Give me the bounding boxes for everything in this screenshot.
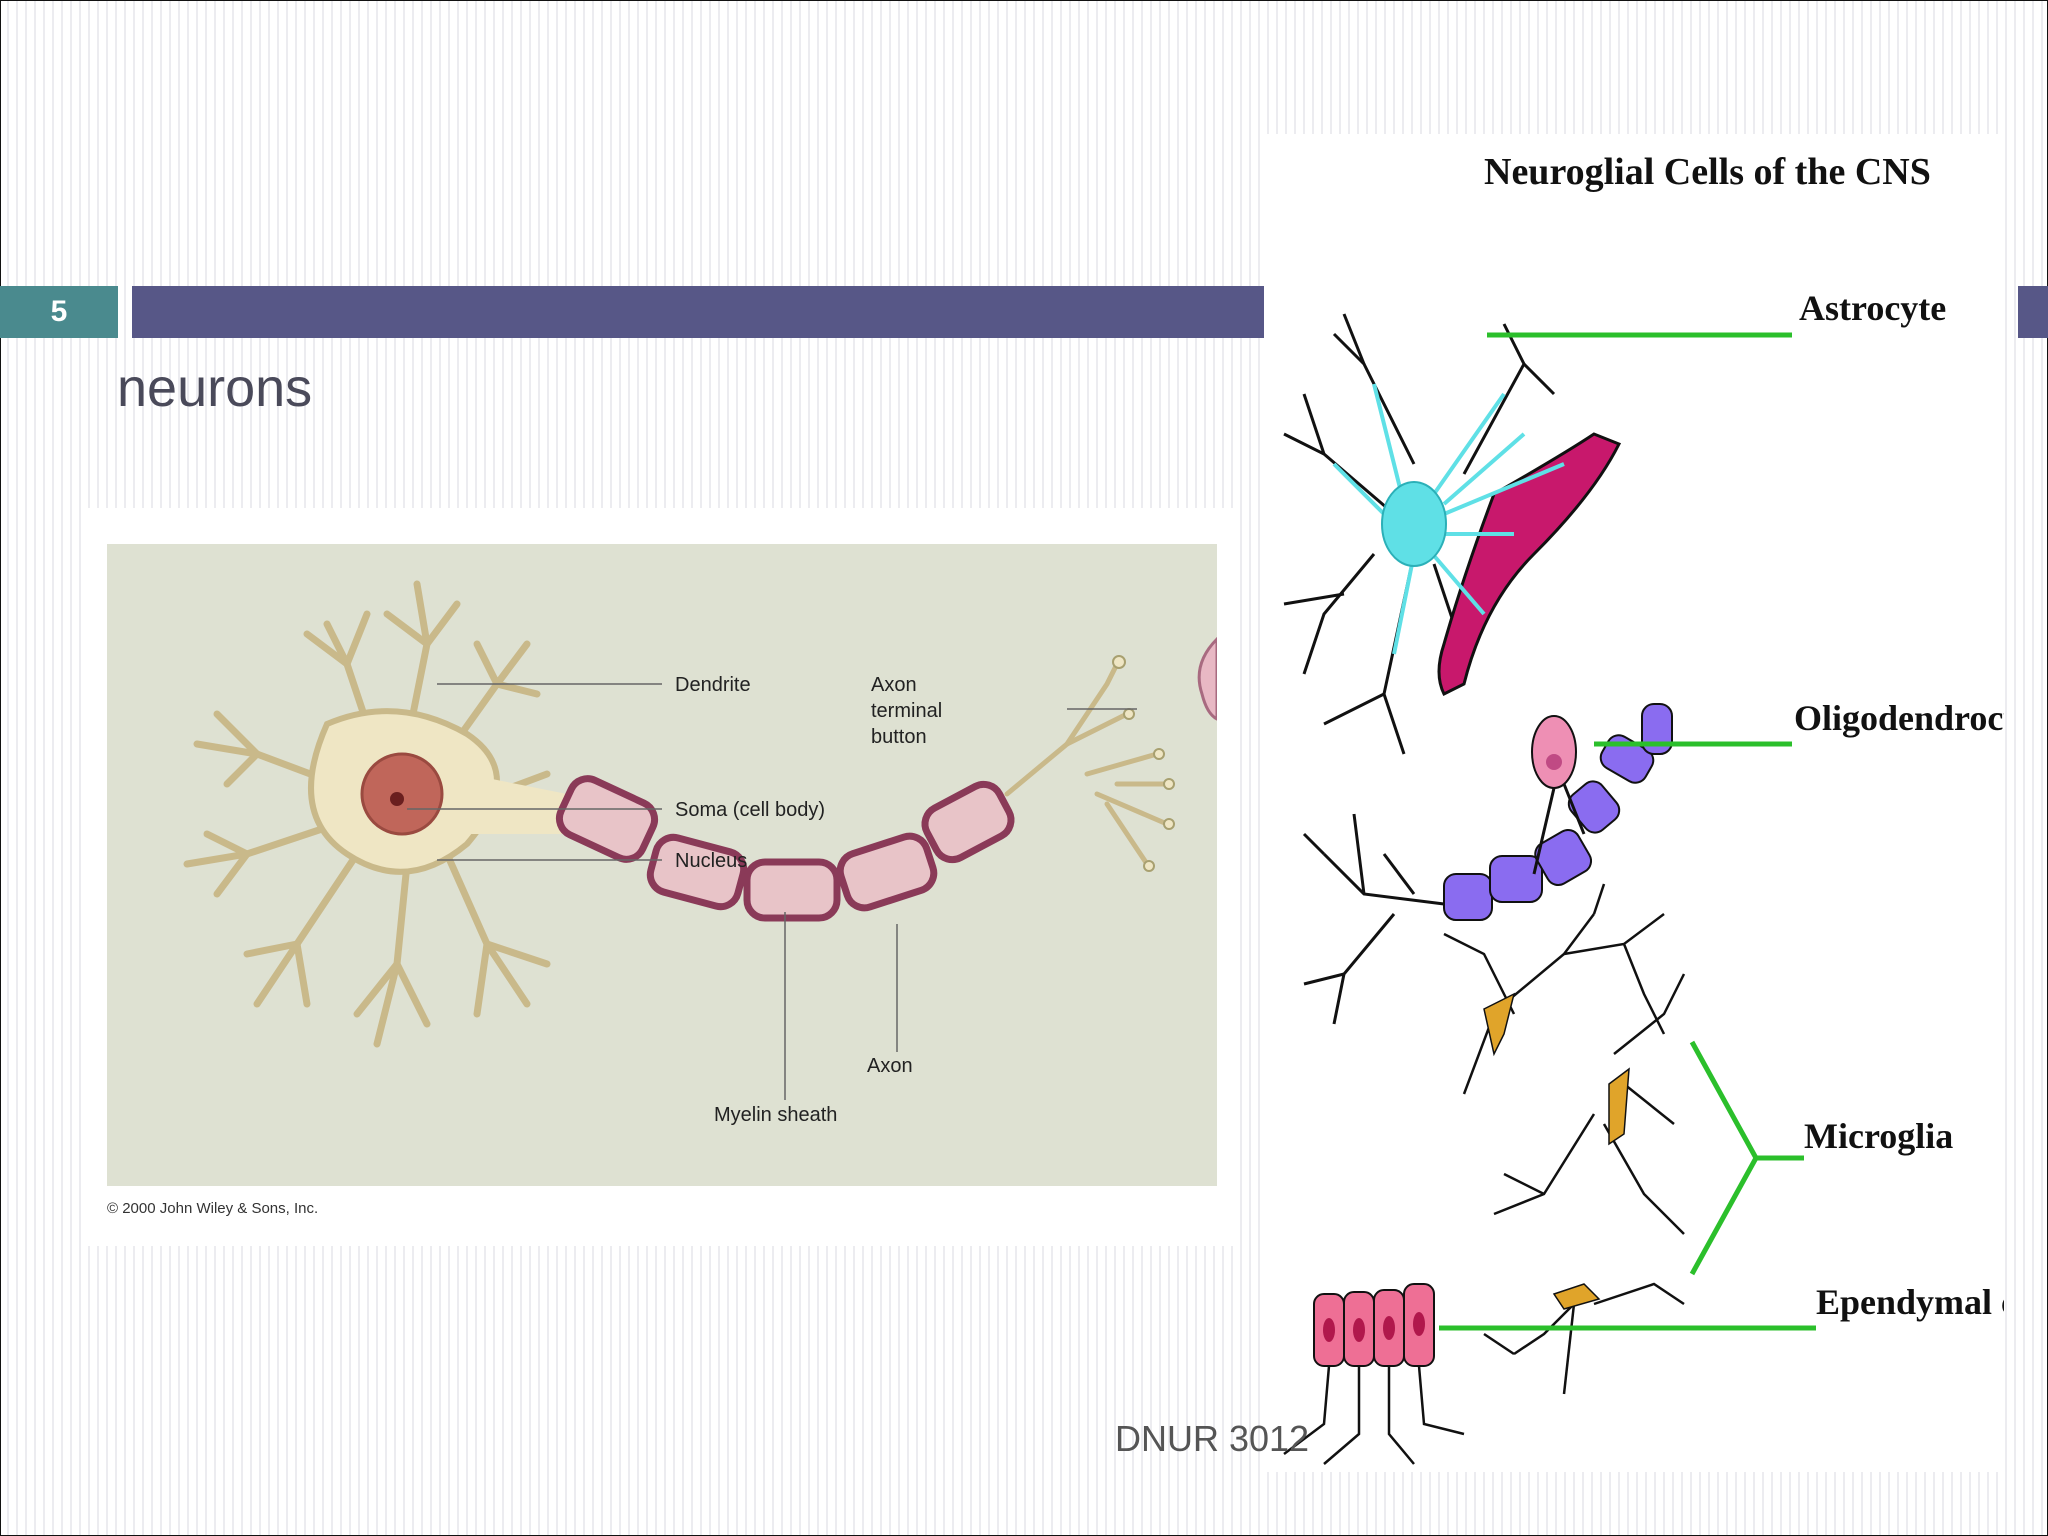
neuron-diagram: Dendrite Axon terminal button Soma (cell… bbox=[183, 580, 1219, 1126]
title-bar-right-segment bbox=[2018, 286, 2048, 338]
ependymal-cells bbox=[1283, 1283, 1465, 1465]
microglia-cell bbox=[1443, 883, 1686, 1395]
neuroglia-figure-panel: Neuroglial Cells of the CNS bbox=[1264, 134, 2048, 1472]
myelin-segments bbox=[555, 775, 1015, 922]
dendrites bbox=[183, 580, 551, 1048]
glia-figure-title: Neuroglial Cells of the CNS bbox=[1484, 151, 1931, 193]
title-bar bbox=[132, 286, 1264, 338]
blood-vessel bbox=[1437, 432, 1622, 697]
nucleus bbox=[360, 752, 444, 836]
slide-title: neurons bbox=[117, 358, 313, 418]
label-astrocyte: Astrocyte bbox=[1799, 288, 1946, 328]
axon-terminals bbox=[1004, 661, 1170, 867]
label-axon-terminal-3: button bbox=[871, 726, 927, 748]
label-nucleus: Nucleus bbox=[675, 850, 747, 872]
nucleolus bbox=[390, 792, 404, 806]
axon-hillock bbox=[457, 774, 567, 834]
neuron-illustration: Dendrite Axon terminal button Soma (cell… bbox=[107, 544, 1219, 1186]
label-soma: Soma (cell body) bbox=[675, 799, 825, 821]
copyright-note: © 2000 John Wiley & Sons, Inc. bbox=[107, 1200, 319, 1217]
label-axon-terminal-2: terminal bbox=[871, 700, 942, 722]
label-dendrite: Dendrite bbox=[675, 674, 751, 696]
oligodendrocyte-cell bbox=[1302, 703, 1673, 1025]
slide-number: 5 bbox=[0, 286, 118, 338]
label-axon-terminal-1: Axon bbox=[871, 674, 917, 696]
label-microglia: Microglia bbox=[1804, 1116, 1953, 1156]
label-myelin-sheath: Myelin sheath bbox=[714, 1104, 837, 1126]
target-cell bbox=[1197, 635, 1219, 722]
label-axon: Axon bbox=[867, 1055, 913, 1077]
neuron-figure-panel: Dendrite Axon terminal button Soma (cell… bbox=[87, 508, 1237, 1246]
astrocyte-cell bbox=[1283, 313, 1622, 755]
label-oligodendrocyte: Oligodendrocyte bbox=[1794, 698, 2004, 738]
neuroglia-diagram: Neuroglial Cells of the CNS bbox=[1283, 151, 2048, 1465]
label-ependymal-cells: Ependymal cells bbox=[1816, 1282, 2004, 1322]
terminal-buttons bbox=[1112, 655, 1175, 872]
green-leader-lines bbox=[1439, 332, 1816, 1331]
leader-lines bbox=[407, 683, 1137, 1100]
footer-course-code: DNUR 3012 bbox=[1115, 1418, 1310, 1459]
